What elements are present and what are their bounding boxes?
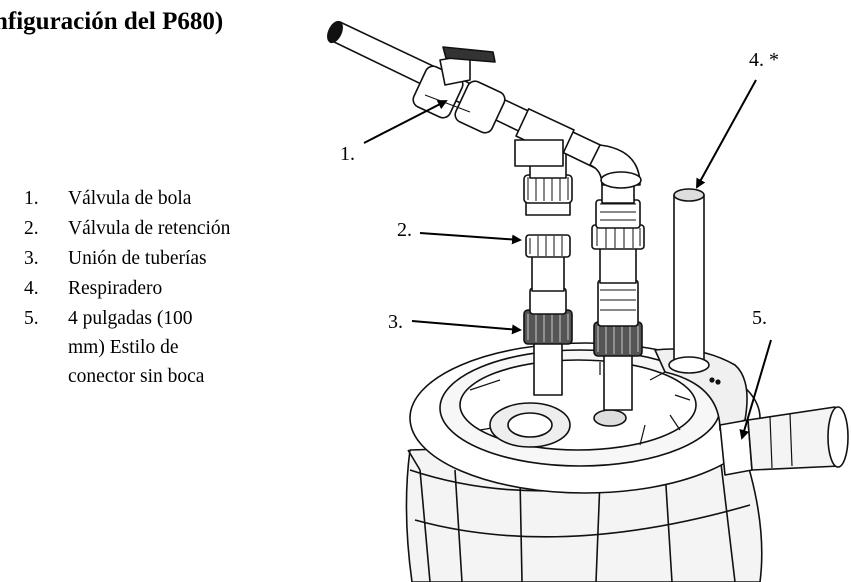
callout-arrow-4	[696, 79, 757, 189]
right-riser	[591, 174, 645, 411]
legend-number: 2.	[24, 218, 39, 239]
legend-text: Válvula de retención	[68, 218, 231, 239]
callout-label-1: 1.	[340, 143, 355, 165]
page-title: nfiguración del P680)	[0, 8, 224, 35]
parts-legend: 1. Válvula de bola 2. Válvula de retenci…	[24, 184, 314, 391]
basin-lid	[409, 342, 761, 494]
ball-valve	[412, 46, 506, 134]
vent-pipe	[668, 188, 710, 374]
callout-label-5: 5.	[752, 307, 767, 329]
legend-text: Válvula de bola	[68, 188, 192, 209]
legend-item-check-valve: 2. Válvula de retención	[24, 214, 314, 244]
legend-number: 3.	[24, 248, 39, 269]
callout-label-3: 3.	[388, 311, 403, 333]
legend-item-connector: 5. 4 pulgadas (100 mm) Estilo de conecto…	[24, 304, 314, 391]
legend-text: Unión de tuberías	[68, 248, 207, 269]
legend-number: 1.	[24, 188, 39, 209]
legend-item-vent: 4. Respiradero	[24, 274, 314, 304]
legend-item-pipe-union: 3. Unión de tuberías	[24, 244, 314, 274]
legend-number: 5.	[24, 308, 39, 329]
legend-text: 4 pulgadas (100 mm) Estilo de conector s…	[68, 308, 205, 387]
callout-arrow-2	[419, 232, 522, 245]
callout-arrow-5	[739, 339, 772, 440]
legend-item-ball-valve: 1. Válvula de bola	[24, 184, 314, 214]
side-connector	[719, 406, 849, 476]
legend-text: Respiradero	[68, 278, 163, 299]
callout-label-4: 4. *	[749, 49, 779, 71]
legend-number: 4.	[24, 278, 39, 299]
callout-arrow-1	[363, 100, 448, 144]
callout-label-2: 2.	[397, 219, 412, 241]
callout-arrow-3	[411, 320, 522, 335]
